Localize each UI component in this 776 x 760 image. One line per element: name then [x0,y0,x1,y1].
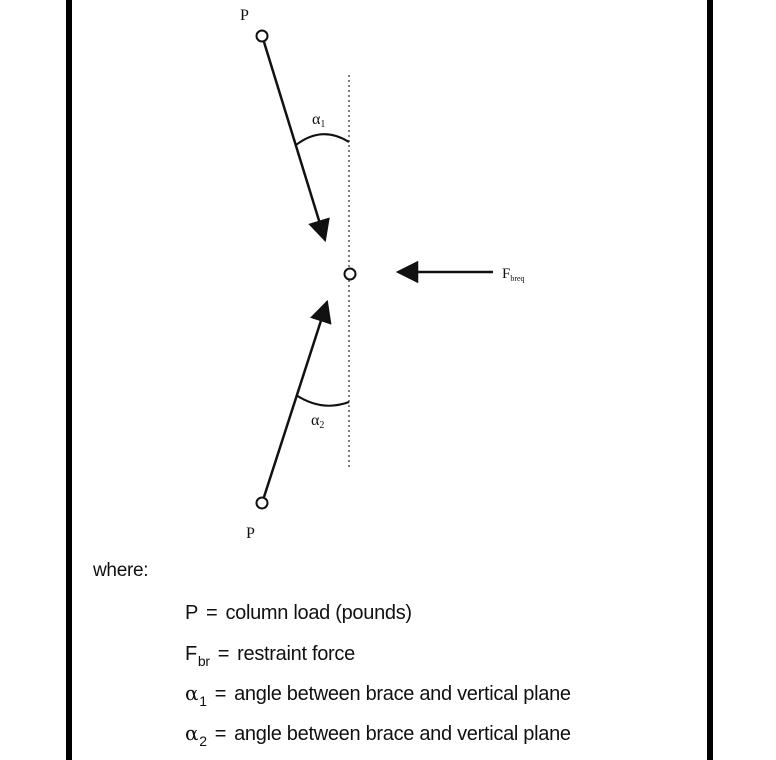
alpha2-arc [295,394,350,407]
restraint-force-label: Fbreq [502,266,525,283]
bottom-load-point [255,496,269,510]
top-brace-arrow [262,41,330,243]
bottom-brace-arrow [262,299,332,498]
alpha2-label: α2 [311,412,324,431]
alpha1-label: α1 [312,111,325,130]
alpha1-arc [295,133,350,146]
central-node [343,267,357,281]
frame-left-border [66,0,72,760]
frame-right-border [707,0,713,760]
bottom-load-label: P [246,525,255,542]
top-load-label: P [240,7,249,24]
top-load-point [255,29,269,43]
